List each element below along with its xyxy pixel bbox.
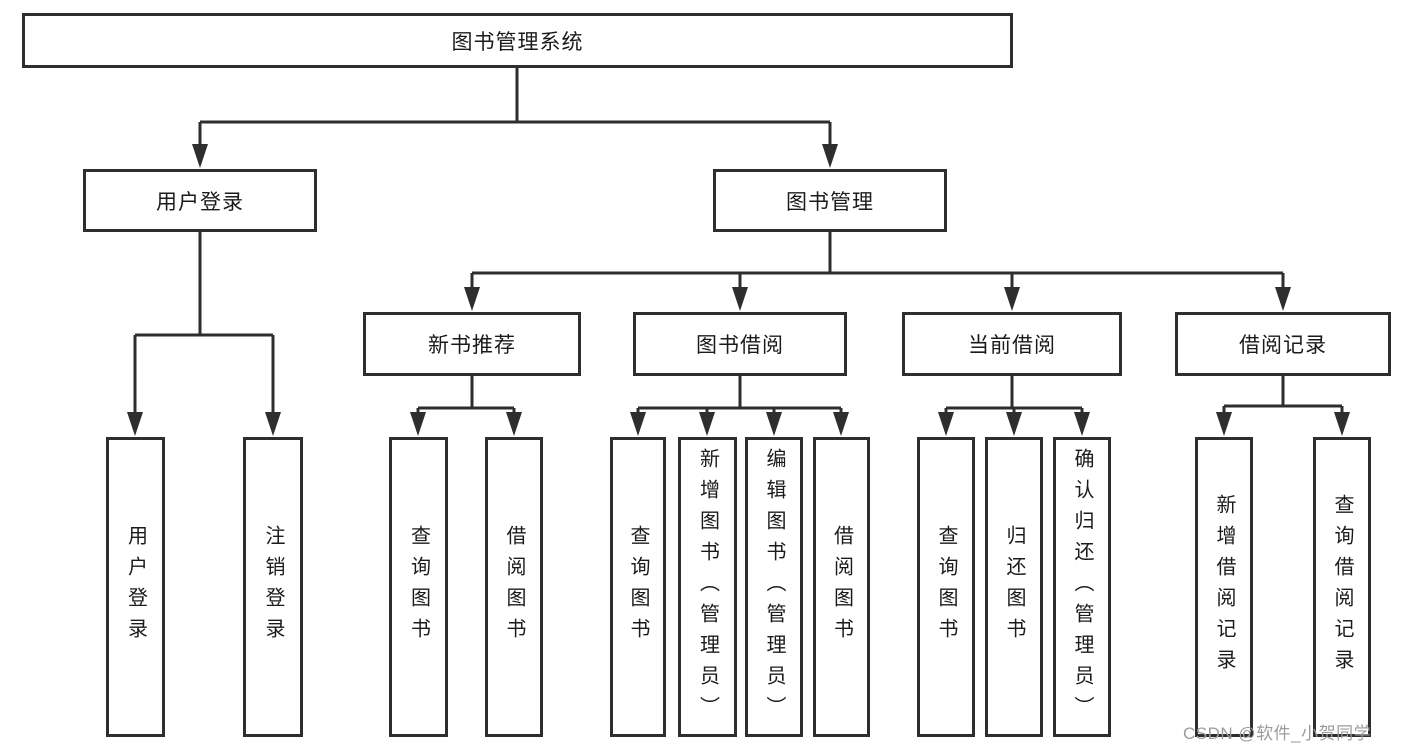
leaf-query-books-recommend: 查询图书 (389, 437, 448, 737)
node-label: 图书借阅 (696, 334, 784, 357)
leaf-return-books: 归还图书 (985, 437, 1043, 737)
leaf-label: 确认归还（管理员） (1071, 447, 1093, 727)
node-label: 图书管理系统 (451, 30, 584, 54)
leaf-query-books-borrow: 查询图书 (610, 437, 666, 737)
node-label: 新书推荐 (428, 334, 516, 357)
leaf-logout: 注销登录 (243, 437, 303, 737)
leaf-query-borrow-record: 查询借阅记录 (1313, 437, 1371, 737)
leaf-edit-book-admin: 编辑图书（管理员） (745, 437, 803, 737)
leaf-borrow-books-recommend: 借阅图书 (485, 437, 543, 737)
connector-borrow-records-children (1216, 375, 1350, 436)
connector-user-login-children (127, 231, 281, 436)
leaf-query-books-current: 查询图书 (917, 437, 975, 737)
leaf-confirm-return-admin: 确认归还（管理员） (1053, 437, 1111, 737)
node-label: 图书管理 (786, 190, 874, 214)
node-borrow-records: 借阅记录 (1175, 312, 1391, 376)
node-current-borrow: 当前借阅 (902, 312, 1122, 376)
leaf-label: 归还图书 (1003, 525, 1025, 649)
node-label: 当前借阅 (968, 334, 1056, 357)
leaf-borrow-books: 借阅图书 (813, 437, 870, 737)
leaf-label: 查询图书 (935, 525, 957, 649)
leaf-label: 新增图书（管理员） (696, 447, 719, 727)
leaf-label: 查询图书 (407, 525, 430, 649)
node-label: 借阅记录 (1239, 334, 1327, 357)
node-book-management: 图书管理 (713, 169, 947, 232)
connector-new-book-recommend-children (410, 375, 522, 436)
leaf-label: 新增借阅记录 (1213, 494, 1235, 680)
leaf-label: 借阅图书 (830, 525, 853, 649)
leaf-label: 用户登录 (124, 525, 147, 649)
leaf-user-login: 用户登录 (106, 437, 165, 737)
node-book-borrow: 图书借阅 (633, 312, 847, 376)
leaf-add-borrow-record: 新增借阅记录 (1195, 437, 1253, 737)
connector-current-borrow-children (938, 375, 1090, 436)
leaf-label: 编辑图书（管理员） (763, 447, 785, 727)
node-new-book-recommend: 新书推荐 (363, 312, 581, 376)
watermark-text: CSDN @软件_小贺同学 (1183, 724, 1372, 743)
leaf-add-book-admin: 新增图书（管理员） (678, 437, 737, 737)
connector-book-borrow-children (630, 375, 849, 436)
node-library-management-system: 图书管理系统 (22, 13, 1013, 68)
leaf-label: 查询借阅记录 (1331, 494, 1353, 680)
leaf-label: 注销登录 (262, 525, 284, 649)
leaf-label: 借阅图书 (503, 525, 525, 649)
connector-root-to-level2 (192, 67, 838, 168)
node-user-login: 用户登录 (83, 169, 317, 232)
leaf-label: 查询图书 (627, 525, 649, 649)
node-label: 用户登录 (156, 190, 244, 214)
connector-book-management-children (464, 231, 1291, 311)
